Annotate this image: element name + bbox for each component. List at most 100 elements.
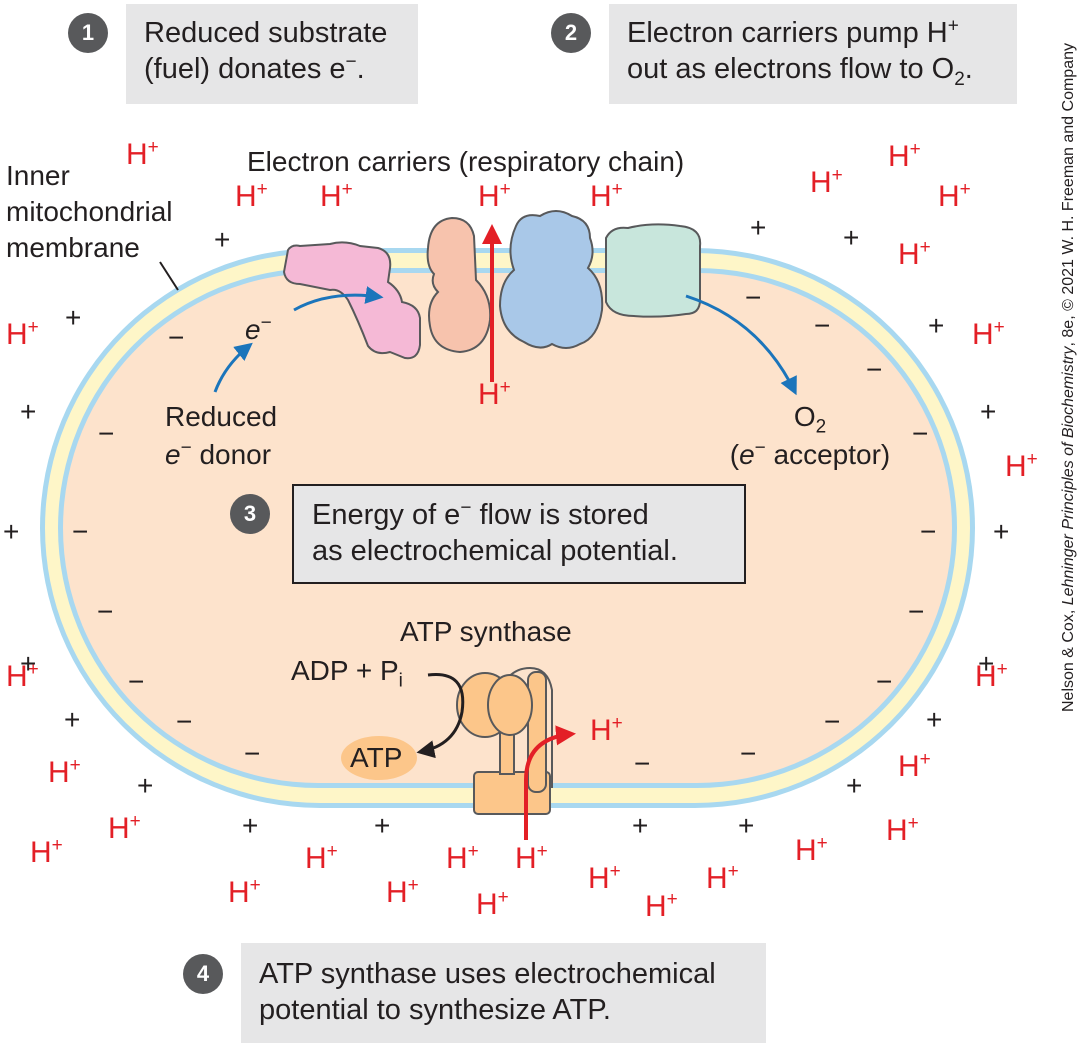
plus-charge: + <box>374 810 391 841</box>
proton-label: H+ <box>795 833 828 867</box>
synthase-proton-arrow <box>524 725 576 840</box>
proton-label: H+ <box>235 179 268 213</box>
step-1-box: Reduced substrate (fuel) donates e−. <box>126 4 418 104</box>
plus-charge: + <box>846 770 863 801</box>
minus-charge: − <box>176 706 193 737</box>
proton-label: H+ <box>888 139 921 173</box>
proton-label: H+ <box>886 813 919 847</box>
minus-charge: − <box>824 706 841 737</box>
minus-charge: − <box>168 322 185 353</box>
proton-label: H+ <box>478 377 511 411</box>
proton-label: H+ <box>972 317 1005 351</box>
step-2-line-b: out as electrons flow to O2. <box>627 53 973 90</box>
complex-green <box>605 223 702 318</box>
proton-label: H+ <box>48 755 81 789</box>
plus-charge: + <box>980 396 997 427</box>
donor-label: Reduced e− donor <box>165 401 278 470</box>
plus-charge: + <box>20 396 37 427</box>
proton-label: H+ <box>590 179 623 213</box>
proton-label: H+ <box>810 165 843 199</box>
plus-charge: + <box>978 648 995 679</box>
proton-label: H+ <box>478 179 511 213</box>
plus-charge: + <box>750 212 767 243</box>
plus-charge: + <box>137 770 154 801</box>
minus-charge: − <box>634 748 651 779</box>
step-4-box: ATP synthase uses electrochemical potent… <box>241 943 766 1043</box>
proton-label: H+ <box>515 841 548 875</box>
step-3-line-b: as electrochemical potential. <box>312 535 678 567</box>
plus-charge: + <box>242 810 259 841</box>
proton-label: H+ <box>898 237 931 271</box>
minus-charge: − <box>920 516 937 547</box>
proton-label: H+ <box>108 811 141 845</box>
minus-charge: − <box>98 418 115 449</box>
plus-charge: + <box>64 704 81 735</box>
proton-label: H+ <box>590 713 623 747</box>
proton-label: H+ <box>1005 449 1038 483</box>
proton-label: H+ <box>446 841 479 875</box>
minus-charge: − <box>814 310 831 341</box>
minus-charge: − <box>72 516 89 547</box>
plus-charge: + <box>928 310 945 341</box>
plus-charge: + <box>993 516 1010 547</box>
step-4-line-a: ATP synthase uses electrochemical <box>259 958 716 990</box>
atp-synthase-label: ATP synthase <box>400 616 572 647</box>
minus-charge: − <box>866 354 883 385</box>
complex-blue <box>498 210 604 349</box>
electron-flow-arrow <box>293 286 384 312</box>
proton-label: H+ <box>645 889 678 923</box>
minus-charge: − <box>745 282 762 313</box>
proton-label: H+ <box>476 887 509 921</box>
adp-label: ADP + Pi <box>291 655 403 692</box>
minus-charge: − <box>908 596 925 627</box>
step-2-line-a: Electron carriers pump H+ <box>627 15 959 49</box>
proton-label: H+ <box>706 861 739 895</box>
minus-charge: − <box>128 666 145 697</box>
electron-label: e− <box>245 312 272 345</box>
membrane-pointer <box>159 261 179 291</box>
minus-charge: − <box>876 666 893 697</box>
step-3-box: Energy of e− flow is stored as electroch… <box>292 484 746 584</box>
proton-label: H+ <box>6 659 39 693</box>
step-4-badge: 4 <box>183 954 223 994</box>
credit-line: Nelson & Cox, Lehninger Principles of Bi… <box>1060 42 1077 712</box>
minus-charge: − <box>97 596 114 627</box>
step-3-badge: 3 <box>230 494 270 534</box>
adp-atp-arrow <box>416 672 465 759</box>
minus-charge: − <box>912 418 929 449</box>
proton-label: H+ <box>975 659 1008 693</box>
plus-charge: + <box>3 516 20 547</box>
atp-synthase <box>456 666 553 815</box>
step-2-badge: 2 <box>551 13 591 53</box>
proton-label: H+ <box>898 749 931 783</box>
plus-charge: + <box>738 810 755 841</box>
plus-charge: + <box>926 704 943 735</box>
proton-label: H+ <box>938 179 971 213</box>
minus-charge: − <box>244 738 261 769</box>
acceptor-label: O2 (e− acceptor) <box>729 401 891 470</box>
proton-label: H+ <box>386 875 419 909</box>
atp-bubble <box>341 736 417 780</box>
proton-label: H+ <box>126 137 159 171</box>
acceptor-arrow <box>685 294 797 396</box>
plus-charge: + <box>20 648 37 679</box>
step-1-line-a: Reduced substrate <box>144 17 388 49</box>
atp-label: ATP <box>350 742 403 773</box>
step-4-line-b: potential to synthesize ATP. <box>259 994 611 1026</box>
plus-charge: + <box>843 222 860 253</box>
proton-label: H+ <box>320 179 353 213</box>
proton-label: H+ <box>6 317 39 351</box>
complex-pink <box>282 241 421 360</box>
step-3-line-a: Energy of e− flow is stored <box>312 497 649 531</box>
step-1-line-b: (fuel) donates e−. <box>144 51 365 85</box>
plus-charge: + <box>214 224 231 255</box>
step-1-badge: 1 <box>68 13 108 53</box>
complex-peach <box>426 216 492 354</box>
proton-label: H+ <box>228 875 261 909</box>
step-2-box: Electron carriers pump H+ out as electro… <box>609 4 1017 104</box>
proton-label: H+ <box>30 835 63 869</box>
plus-charge: + <box>65 302 82 333</box>
donor-arrow <box>213 342 253 393</box>
proton-label: H+ <box>305 841 338 875</box>
carriers-label: Electron carriers (respiratory chain) <box>247 146 685 177</box>
